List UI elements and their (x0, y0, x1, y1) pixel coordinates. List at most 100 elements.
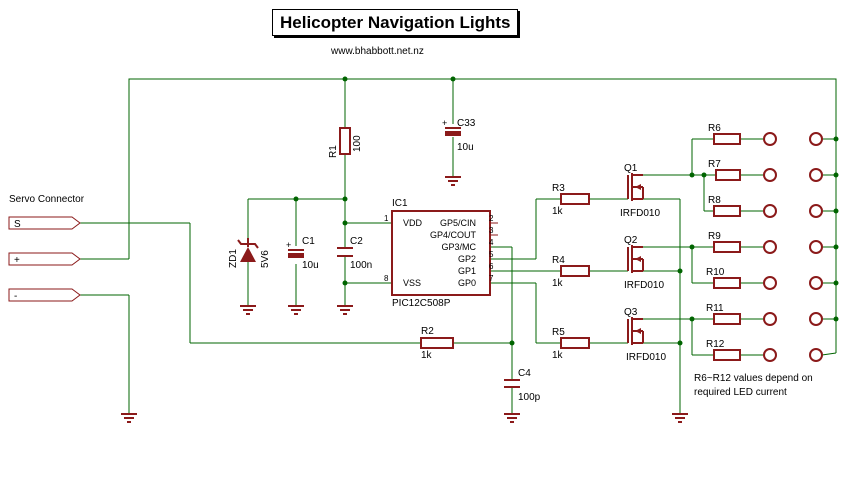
pad-icon (809, 240, 823, 254)
pad-icon (809, 168, 823, 182)
c2-ref: C2 (350, 236, 363, 247)
ic-pin-gp3: GP3/MC (441, 242, 476, 252)
zener-zd1 (237, 238, 259, 262)
ic-pic12c508: IC1 PIC12C508P VDD VSS GP5/CIN GP4/COUT … (384, 198, 498, 309)
ic-pin-gp4: GP4/COUT (430, 230, 477, 240)
ground-icon (337, 305, 353, 315)
resistor-r3: R3 1k (552, 183, 590, 217)
pad-icon (763, 168, 777, 182)
led-pads (763, 132, 823, 362)
pad-icon (763, 132, 777, 146)
ic-pinnum-7: 7 (489, 274, 494, 283)
c33-value: 10u (457, 142, 474, 153)
servo-pin-plus-label: + (14, 255, 20, 266)
resistor-r8 (713, 205, 741, 217)
resistor-r10 (713, 277, 741, 289)
ground-icon (121, 413, 137, 423)
ground-icon (240, 305, 256, 315)
ic-pin-gp2: GP2 (458, 254, 476, 264)
resistor-r9 (713, 241, 741, 253)
ic-ref: IC1 (392, 198, 408, 209)
c4-value: 100p (518, 392, 541, 403)
ic-part: PIC12C508P (392, 298, 451, 309)
c1-value: 10u (302, 260, 319, 271)
ic-pin-gp1: GP1 (458, 266, 476, 276)
ic-pin-gp0: GP0 (458, 278, 476, 288)
pad-icon (763, 240, 777, 254)
servo-pin-s-label: S (14, 219, 21, 230)
resistor-r6 (713, 133, 741, 145)
c2-value: 100n (350, 260, 372, 271)
q3-ref: Q3 (624, 307, 638, 318)
resistor-r2: R2 1k (420, 326, 454, 361)
ic-pin-gp5: GP5/CIN (440, 218, 476, 228)
resistor-r4: R4 1k (552, 255, 590, 289)
ic-pin-vdd: VDD (403, 218, 423, 228)
capacitor-c4: C4 100p (504, 368, 541, 403)
r11-ref: R11 (706, 303, 724, 314)
pad-icon (763, 348, 777, 362)
zd1-value: 5V6 (260, 250, 271, 268)
r5-ref: R5 (552, 327, 565, 338)
servo-pin-minus-label: - (14, 291, 17, 302)
resistor-r1: R1 100 (328, 127, 363, 158)
q2-value: IRFD010 (624, 280, 664, 291)
pad-icon (763, 276, 777, 290)
capacitor-c1: + C1 10u (286, 236, 319, 271)
pad-icon (763, 312, 777, 326)
mosfet-q2 (627, 245, 644, 273)
led-resistors (713, 133, 741, 361)
c33-ref: C33 (457, 118, 476, 129)
pad-icon (809, 132, 823, 146)
ic-pin-vss: VSS (403, 278, 421, 288)
r12-ref: R12 (706, 339, 725, 350)
mosfet-q1 (627, 173, 644, 201)
pad-icon (809, 204, 823, 218)
pad-icon (809, 276, 823, 290)
ic-pinnum-4: 4 (489, 238, 494, 247)
resistor-r11 (713, 313, 741, 325)
ground-icon (672, 413, 688, 423)
svg-text:+: + (286, 240, 291, 250)
capacitor-c33: + C33 10u (442, 118, 476, 153)
r1-ref: R1 (328, 145, 339, 158)
resistor-r12 (713, 349, 741, 361)
q1-ref: Q1 (624, 163, 638, 174)
note-line-1: R6~R12 values depend on (694, 373, 813, 384)
r4-value: 1k (552, 278, 564, 289)
wires (80, 78, 837, 414)
pad-icon (809, 348, 823, 362)
pad-icon (809, 312, 823, 326)
ground-symbols (121, 176, 688, 423)
servo-pin-s (8, 216, 81, 230)
r5-value: 1k (552, 350, 564, 361)
r2-ref: R2 (421, 326, 434, 337)
r10-ref: R10 (706, 267, 725, 278)
capacitor-c2: C2 100n (337, 236, 372, 271)
r4-ref: R4 (552, 255, 565, 266)
r3-value: 1k (552, 206, 564, 217)
c4-ref: C4 (518, 368, 531, 379)
zd1-ref: ZD1 (228, 249, 239, 268)
r3-ref: R3 (552, 183, 565, 194)
resistor-r7 (715, 169, 741, 181)
ic-pinnum-5: 5 (489, 250, 494, 259)
q2-ref: Q2 (624, 235, 638, 246)
q1-value: IRFD010 (620, 208, 660, 219)
c1-ref: C1 (302, 236, 315, 247)
r1-value: 100 (352, 135, 363, 152)
ic-pinnum-1: 1 (384, 214, 389, 223)
q3-value: IRFD010 (626, 352, 666, 363)
servo-pin-plus (8, 252, 81, 266)
r7-ref: R7 (708, 159, 721, 170)
servo-connector: Servo Connector S + - (8, 194, 85, 302)
r6-ref: R6 (708, 123, 721, 134)
website-text: www.bhabbott.net.nz (330, 46, 424, 57)
r9-ref: R9 (708, 231, 721, 242)
ic-pinnum-2: 2 (489, 214, 494, 223)
junction-dots (293, 76, 839, 346)
note-line-2: required LED current (694, 387, 787, 398)
ic-pinnum-8: 8 (384, 274, 389, 283)
r2-value: 1k (421, 350, 433, 361)
